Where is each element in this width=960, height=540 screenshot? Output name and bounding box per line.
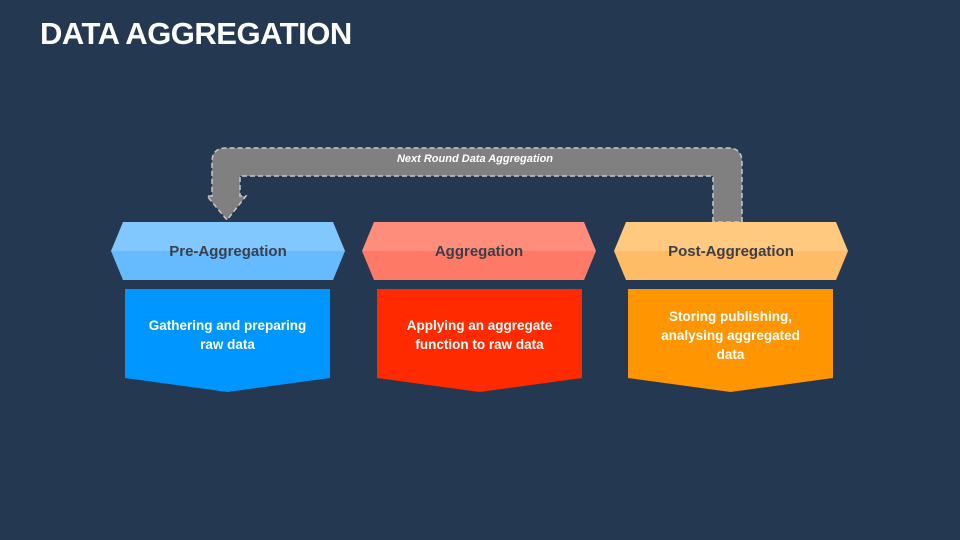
stage-header-shape [362, 222, 596, 280]
page-title: DATA AGGREGATION [40, 16, 352, 51]
stage-heading: Post-Aggregation [668, 242, 794, 260]
stage-description: Gathering and preparing raw data [148, 318, 307, 352]
stage-description: Storing publishing, analysing aggregated… [661, 308, 800, 362]
stage-body-shape [377, 289, 582, 392]
stage-heading: Pre-Aggregation [169, 242, 287, 260]
stage-header-shape [614, 222, 848, 280]
stage-body-shape [628, 289, 833, 392]
loop-arrow-label: Next Round Data Aggregation [396, 153, 554, 165]
stage-heading: Aggregation [434, 242, 524, 260]
stage-description: Applying an aggregate function to raw da… [406, 318, 553, 352]
stage-header-shape [111, 222, 345, 280]
loop-arrow [205, 147, 743, 223]
stage-body-shape [125, 289, 330, 392]
